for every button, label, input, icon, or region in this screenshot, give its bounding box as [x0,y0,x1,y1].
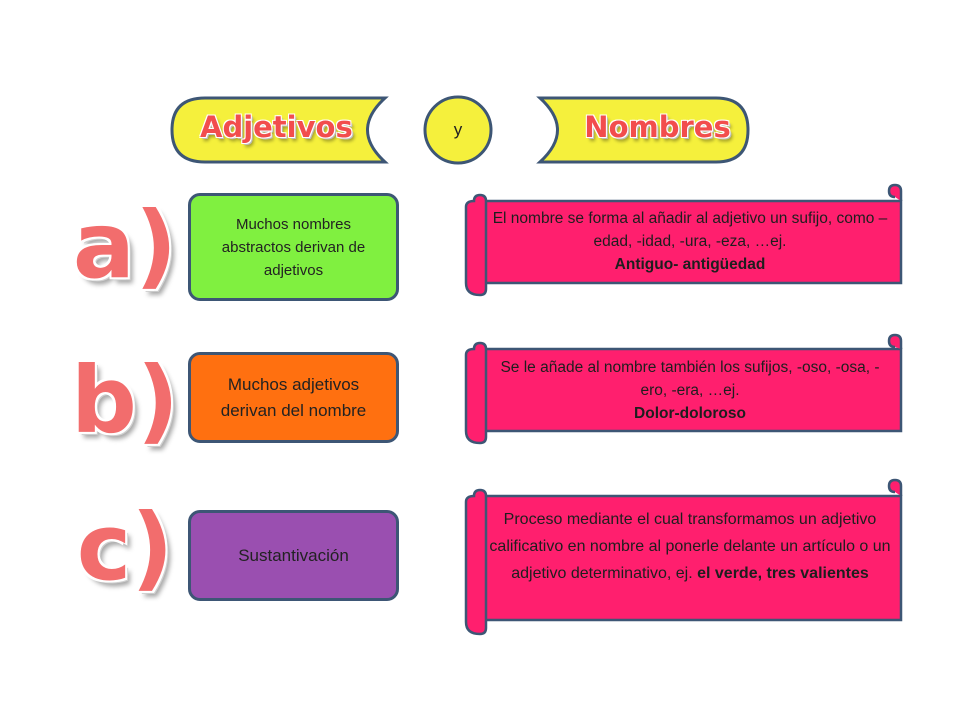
box-c: Sustantivación [188,510,399,601]
box-c-text: Sustantivación [238,545,349,565]
scroll-a-text: El nombre se forma al añadir al adjetivo… [490,200,890,282]
box-a: Muchos nombres abstractos derivan de adj… [188,193,399,301]
left-banner-shape [170,96,389,164]
right-title: Nombres [584,110,731,144]
scroll-c-body: Proceso mediante el cual transformamos u… [489,511,891,582]
scroll-c [464,478,903,636]
scroll-a-body: El nombre se forma al añadir al adjetivo… [492,209,888,250]
header-banners [170,95,750,165]
letter-c: c) [76,494,174,601]
box-b-text: Muchos adjetivos derivan del nombre [220,374,367,420]
scroll-a-example: Antiguo- antigüedad [614,255,766,273]
letter-b: b) [71,347,179,454]
right-banner-shape [536,96,750,164]
box-a-text: Muchos nombres abstractos derivan de adj… [221,215,366,279]
scroll-c-example: el verde, tres valientes [697,565,869,582]
scroll-c-text: Proceso mediante el cual transformamos u… [488,506,892,616]
scroll-b-text: Se le añade al nombre también los sufijo… [490,349,890,431]
connector-label: y [453,120,463,139]
scroll-b-example: Dolor-doloroso [634,404,746,422]
box-b: Muchos adjetivos derivan del nombre [188,352,399,443]
scroll-a [464,183,903,297]
scroll-b [464,333,903,445]
letter-a: a) [72,192,178,299]
left-title: Adjetivos [200,110,353,144]
scroll-b-body: Se le añade al nombre también los sufijo… [500,358,880,399]
connector-circle [423,95,493,165]
